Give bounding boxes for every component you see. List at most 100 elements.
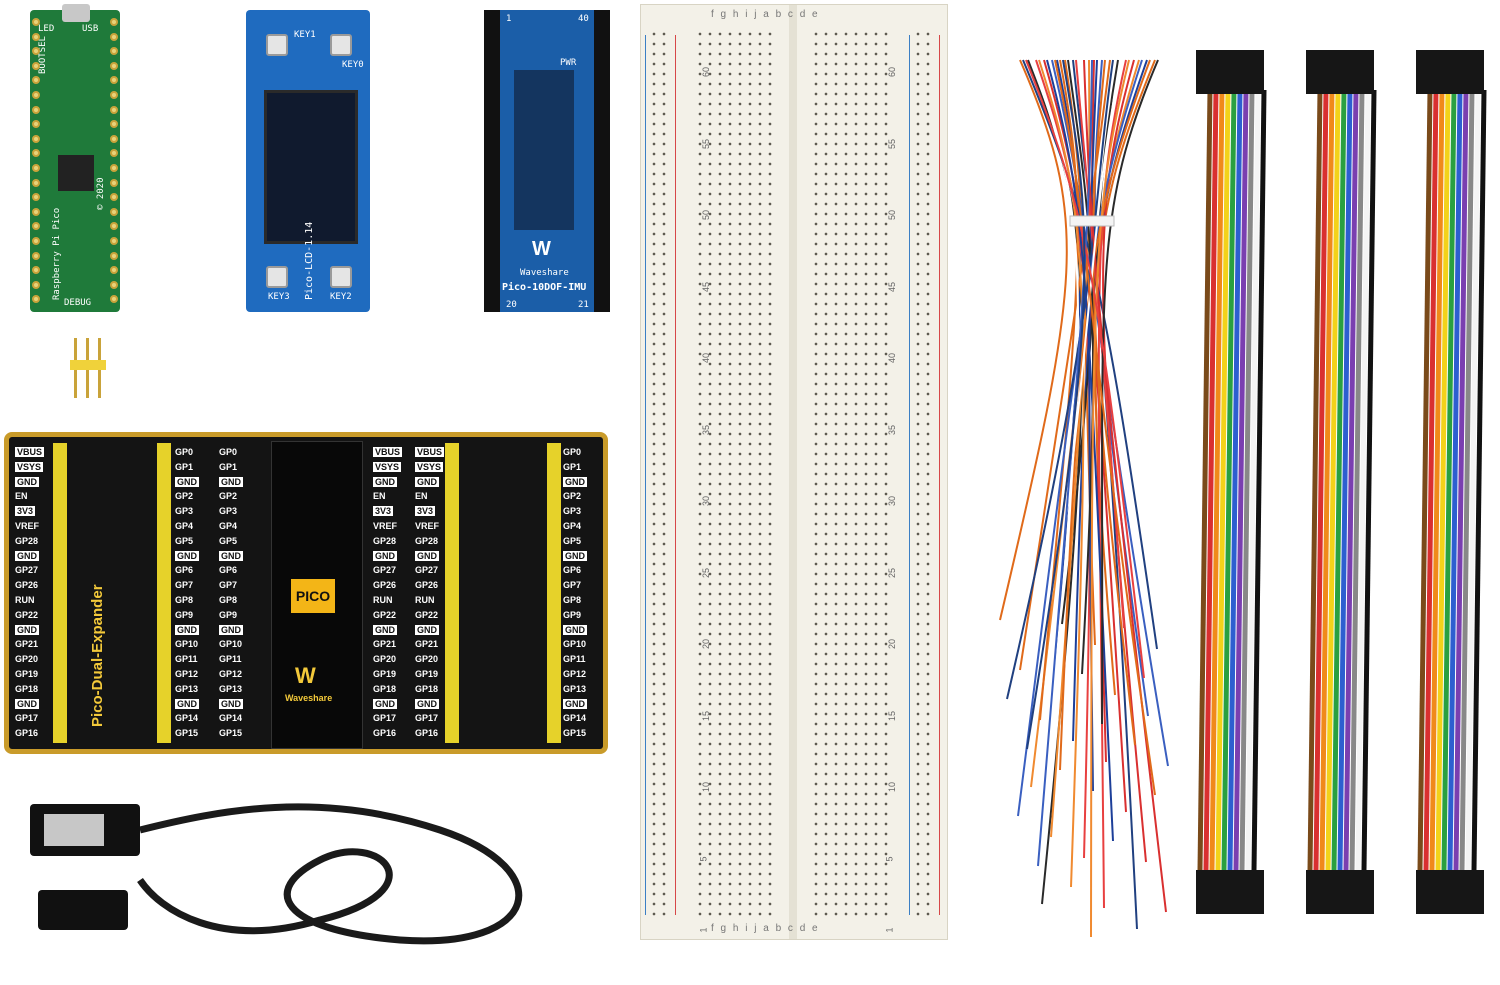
expander-pin-label: GND [219,624,243,635]
breadboard-row-number: 10 [887,781,898,793]
ribbon-wire [1417,89,1433,871]
ribbon-wire [1343,89,1359,871]
imu-pin-1: 1 [506,14,512,24]
ribbon-wire [1471,89,1487,871]
breadboard-cols-top: f g h i j a b c d e [711,9,820,20]
expander-pin-label: GND [563,476,587,487]
expander-pin-label: EN [373,491,386,502]
pin-hole [32,222,40,231]
expander-pin-label: GP0 [563,447,582,457]
expander-pin-label: VBUS [415,447,445,457]
imu-sensor-area [514,70,574,230]
breadboard-row-number: 40 [887,352,898,364]
ribbon-wire [1355,89,1371,871]
pin-hole [110,149,118,158]
ribbon-wire [1233,89,1249,871]
expander-pin-label: GND [175,624,199,635]
expander-pico-tag: PICO [291,579,335,613]
expander-pin-label: GP15 [219,728,243,739]
expander-pin-label: GP16 [15,728,39,739]
expander-pin-label: GP22 [373,609,397,620]
expander-pin-label: GP22 [415,609,439,620]
pico-10dof-imu-module: 1 40 PWR W Waveshare Pico-10DOF-IMU 20 2… [484,10,610,312]
breadboard-right-terminals [811,29,893,919]
expander-pin-label: GP26 [373,580,397,591]
pin-hole [110,18,118,26]
pin-hole [110,237,118,245]
ribbon-wire [1319,89,1335,871]
expander-pin-label: GP1 [563,461,582,472]
jumper-wire [1025,59,1145,679]
expander-pin-label: GP26 [415,580,439,591]
jumper-wire [1101,59,1159,725]
expander-pin-label: GND [415,698,439,709]
pin-hole [32,32,40,41]
expander-pin-label: GP11 [175,654,198,665]
ribbon-connector [1416,870,1484,914]
expander-pin-label: GP4 [563,521,582,531]
breadboard-row-number: 50 [887,209,898,221]
ribbon-wire [1331,89,1347,871]
expander-pin-label: GP9 [175,609,194,620]
breadboard-cols-bottom: f g h i j a b c d e [711,923,820,934]
expander-pin-label: GP9 [563,609,582,620]
expander-pin-label: GP3 [563,506,582,517]
pin-hole [32,207,40,216]
expander-pin-label: GP21 [373,639,397,650]
ribbon-wire [1221,89,1237,871]
lcd-label-key1: KEY1 [294,30,316,40]
expander-pin-label: GP11 [219,654,242,665]
expander-pin-label: GND [373,476,397,487]
expander-pin-label: GP5 [175,535,194,546]
expander-pin-label: GP16 [373,728,397,739]
ribbon-wire [1227,89,1243,871]
expander-pin-label: GND [563,698,587,709]
expander-pin-label: GP4 [175,521,194,531]
cable-tie [1069,215,1115,227]
pin-hole [110,32,118,41]
ribbon-wire [1245,89,1261,871]
pin-hole [110,164,118,172]
imu-model-label: Pico-10DOF-IMU [502,282,587,293]
raspberry-pi-pico-board: LED USB BOOTSEL Raspberry Pi Pico © 2020… [30,4,120,312]
breadboard-row-number: 60 [701,66,712,78]
ribbon-wire [1239,89,1255,871]
ribbon-wire [1423,89,1439,871]
expander-pin-label: GP7 [219,580,238,591]
lcd-key2-button [330,266,352,288]
pin-hole [110,91,118,99]
imu-right-header [594,10,610,312]
pin-hole [32,134,40,143]
jumper-wire [1102,59,1147,863]
expander-pin-label: GND [175,698,199,709]
expander-pin-label: GP9 [219,609,238,620]
pin-hole [110,222,118,231]
pin-hole [32,266,40,275]
breadboard-right-rail [913,29,935,919]
jumper-wires-bundle [990,20,1190,980]
ribbon-wire [1441,89,1457,871]
expander-pin-label: GP2 [219,491,238,502]
jumper-wire [1054,59,1156,796]
pico-label-debug: DEBUG [64,298,92,308]
expander-pin-label: VBUS [373,447,403,457]
expander-pin-label: VREF [15,521,40,531]
expander-pico-socket [271,441,363,749]
ribbon-wire [1215,89,1231,871]
breadboard-row-number: 15 [701,710,712,721]
pin-hole [32,149,40,158]
ribbon-wire [1337,89,1353,871]
imu-pin-40: 40 [578,14,589,24]
pin-hole [110,47,118,56]
expander-pin-label: GP0 [219,447,238,457]
breadboard-row-number: 35 [701,424,712,435]
expander-pin-label: GP0 [175,447,194,457]
expander-pin-label: GP19 [415,669,439,679]
micro-usb-port [62,4,90,22]
expander-pin-label: VSYS [415,461,444,472]
expander-pin-label: GP7 [563,580,582,591]
jumper-wire [999,59,1068,621]
pin-hole [110,193,118,202]
pin-hole [32,251,40,260]
expander-pin-label: GP27 [415,565,439,576]
